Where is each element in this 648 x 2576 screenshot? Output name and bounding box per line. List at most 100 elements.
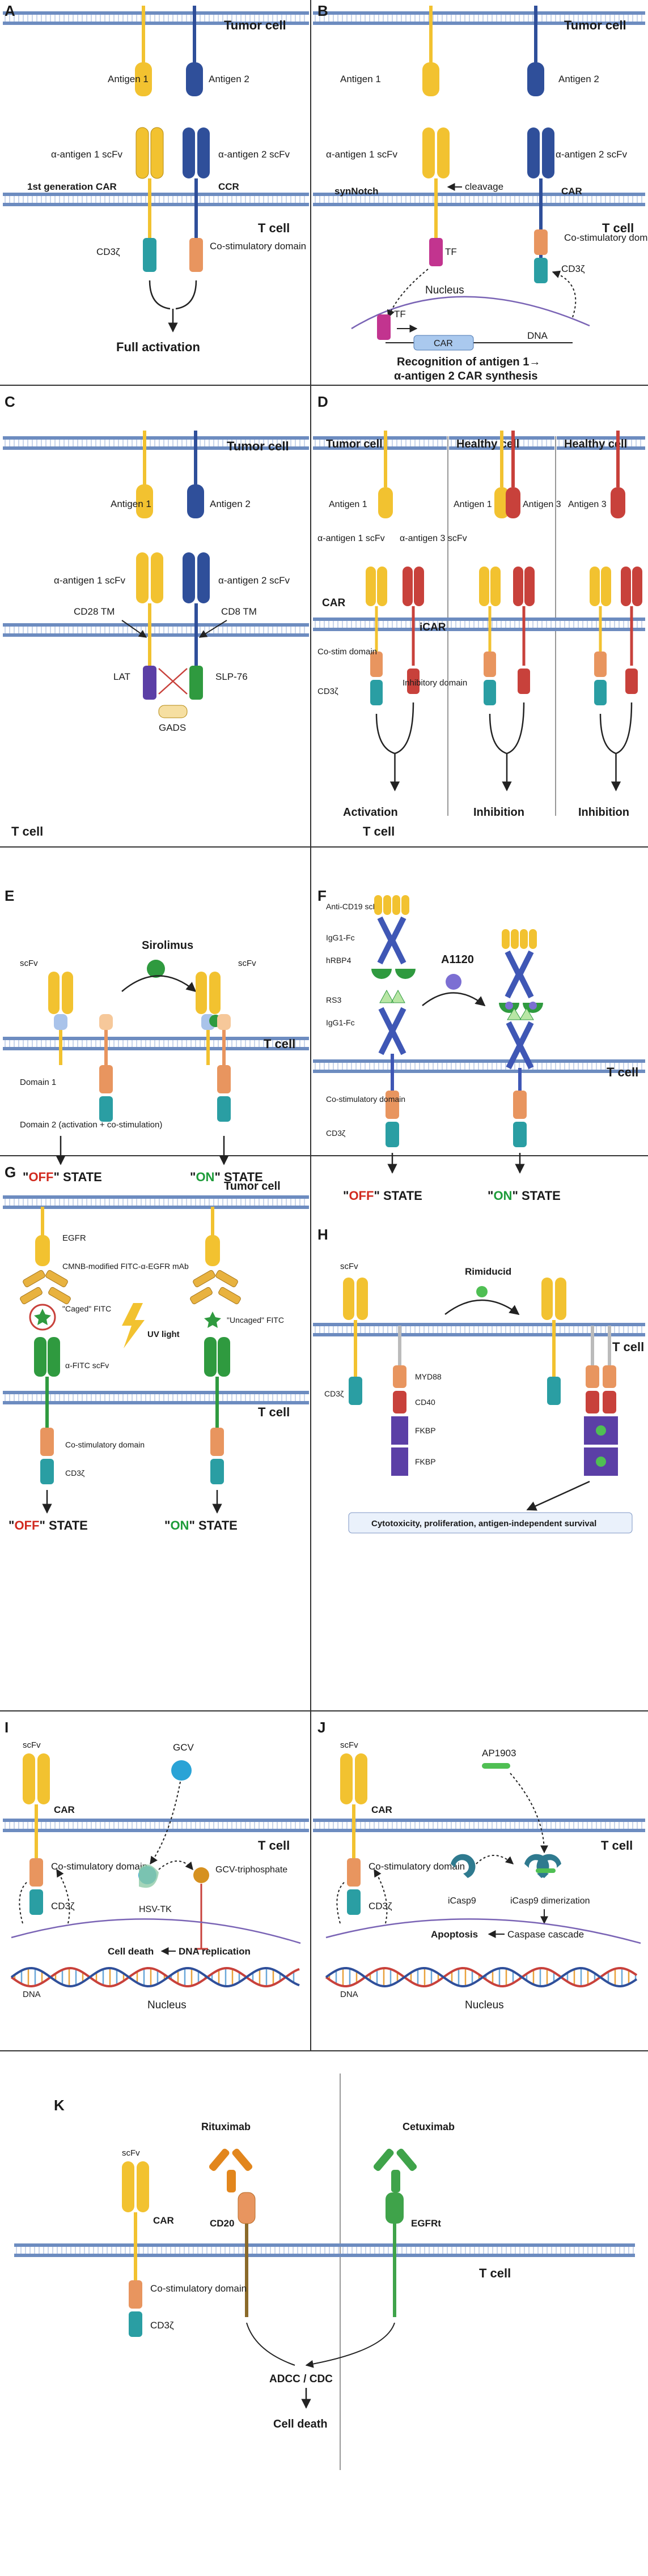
antigen-2 [186, 6, 203, 96]
membrane [3, 1195, 309, 1209]
svg-text:Domain 1: Domain 1 [20, 1078, 56, 1087]
svg-text:Co-stimulatory domain: Co-stimulatory domain [65, 1440, 145, 1449]
svg-text:cleavage: cleavage [465, 181, 503, 192]
svg-text:Healthy cell: Healthy cell [564, 438, 627, 450]
svg-text:Anti-CD19 scFv: Anti-CD19 scFv [326, 902, 382, 911]
svg-text:scFv: scFv [23, 1740, 41, 1750]
svg-text:Tumor cell: Tumor cell [224, 1180, 281, 1193]
svg-text:UV light: UV light [147, 1330, 180, 1339]
svg-text:scFv: scFv [340, 1262, 358, 1271]
svg-text:EGFR: EGFR [62, 1233, 86, 1243]
svg-text:DNA: DNA [340, 1990, 358, 1999]
antigen-1 [135, 6, 152, 96]
svg-text:H: H [317, 1226, 328, 1243]
svg-text:Co-stimulatory domain: Co-stimulatory domain [564, 232, 648, 243]
svg-text:B: B [317, 2, 328, 19]
membrane [3, 1037, 309, 1050]
svg-text:Cell death: Cell death [273, 2418, 328, 2430]
svg-text:HSV-TK: HSV-TK [139, 1905, 172, 1914]
svg-text:A1120: A1120 [441, 953, 474, 966]
svg-text:CAR: CAR [371, 1804, 392, 1815]
svg-text:Domain 2 (activation + co-stim: Domain 2 (activation + co-stimulation) [20, 1120, 162, 1130]
svg-text:CD3ζ: CD3ζ [150, 2320, 174, 2331]
svg-text:CD3ζ: CD3ζ [369, 1901, 392, 1911]
svg-text:α-antigen 2 scFv: α-antigen 2 scFv [218, 575, 290, 586]
svg-text:α-antigen 1 scFv: α-antigen 1 scFv [51, 149, 123, 160]
svg-text:Antigen 1: Antigen 1 [111, 499, 151, 509]
svg-text:C: C [5, 393, 15, 410]
svg-text:Antigen 2: Antigen 2 [558, 74, 599, 84]
synnotch-receptor [422, 127, 450, 266]
membrane [313, 1059, 645, 1073]
svg-text:Co-stimulatory domain: Co-stimulatory domain [210, 241, 306, 252]
svg-text:Activation: Activation [343, 806, 398, 819]
svg-text:AP1903: AP1903 [482, 1748, 516, 1759]
svg-text:α-antigen 2 scFv: α-antigen 2 scFv [218, 149, 290, 160]
svg-text:CD3ζ: CD3ζ [326, 1129, 345, 1138]
svg-text:Inhibitory domain: Inhibitory domain [403, 678, 467, 688]
svg-text:Inhibition: Inhibition [473, 806, 524, 819]
membrane [3, 623, 309, 637]
svg-text:T cell: T cell [258, 221, 290, 235]
svg-text:Cell death: Cell death [108, 1946, 154, 1957]
svg-text:α-antigen 2 CAR synthesis: α-antigen 2 CAR synthesis [394, 370, 537, 382]
panel-k: K Rituximab Cetuximab scFv CAR CD20 EGFR… [54, 2097, 511, 2430]
svg-text:α-FITC scFv: α-FITC scFv [65, 1361, 109, 1370]
svg-text:CD8 TM: CD8 TM [221, 606, 257, 617]
panel-i: I scFv CAR GCV T cell Co-stimulatory dom… [5, 1719, 301, 2011]
svg-text:GADS: GADS [159, 722, 186, 733]
svg-text:D: D [317, 393, 328, 410]
panel-d: D Tumor cell Healthy cell Healthy cell A… [317, 393, 642, 838]
svg-text:DNA: DNA [527, 330, 548, 341]
membrane [3, 1819, 309, 1832]
svg-text:scFv: scFv [340, 1740, 358, 1750]
svg-text:LAT: LAT [113, 671, 130, 682]
svg-text:F: F [317, 887, 327, 904]
svg-text:CD3ζ: CD3ζ [65, 1468, 84, 1478]
cell-label: Tumor cell [224, 18, 286, 32]
svg-text:"ON" STATE: "ON" STATE [190, 1170, 263, 1184]
car-1st-gen [135, 127, 164, 272]
panel-letter: A [5, 2, 15, 19]
svg-text:iCAR: iCAR [420, 621, 446, 633]
svg-text:Apoptosis: Apoptosis [431, 1929, 478, 1940]
svg-text:Cetuximab: Cetuximab [403, 2121, 455, 2132]
svg-text:E: E [5, 887, 14, 904]
svg-text:K: K [54, 2097, 65, 2114]
panel-b: B Tumor cell Antigen 1 Antigen 2 α-antig… [317, 2, 648, 382]
svg-text:FKBP: FKBP [415, 1457, 436, 1466]
svg-text:Full activation: Full activation [116, 340, 200, 354]
svg-text:Tumor cell: Tumor cell [564, 18, 626, 32]
svg-text:Antigen 1: Antigen 1 [340, 74, 381, 84]
panel-a: A Tumor cell Antigen 1 Antigen 2 α-antig… [5, 2, 306, 354]
svg-text:GCV-triphosphate: GCV-triphosphate [215, 1865, 287, 1875]
svg-text:CD3ζ: CD3ζ [96, 246, 120, 257]
svg-text:T cell: T cell [11, 824, 43, 838]
svg-text:α-antigen 1 scFv: α-antigen 1 scFv [54, 575, 126, 586]
membrane [3, 11, 309, 25]
svg-text:RS3: RS3 [326, 995, 341, 1004]
svg-text:T cell: T cell [264, 1037, 295, 1051]
svg-text:TF: TF [394, 309, 406, 320]
panel-j: J scFv CAR AP1903 T cell Co-stimulatory … [317, 1719, 641, 2011]
svg-text:CD20: CD20 [210, 2218, 234, 2229]
svg-text:α-antigen 1 scFv: α-antigen 1 scFv [326, 149, 398, 160]
membrane [313, 11, 645, 25]
svg-text:ADCC / CDC: ADCC / CDC [269, 2373, 333, 2385]
membranes [3, 11, 645, 2257]
svg-text:Co-stim domain: Co-stim domain [317, 647, 377, 657]
svg-text:α-antigen 2 scFv: α-antigen 2 scFv [556, 149, 628, 160]
svg-text:T cell: T cell [479, 2266, 511, 2280]
svg-text:MYD88: MYD88 [415, 1372, 442, 1381]
svg-text:CD3ζ: CD3ζ [324, 1389, 344, 1398]
panel-f: F Anti-CD19 scFv IgG1-Fc hRBP4 RS3 IgG1-… [317, 887, 638, 1174]
svg-text:TF: TF [445, 246, 457, 257]
svg-text:CD3ζ: CD3ζ [561, 263, 585, 274]
svg-text:Rimiducid: Rimiducid [465, 1266, 511, 1277]
svg-text:"OFF" STATE: "OFF" STATE [23, 1170, 102, 1184]
svg-text:CD28 TM: CD28 TM [74, 606, 115, 617]
membrane [313, 193, 645, 206]
svg-text:SLP-76: SLP-76 [215, 671, 248, 682]
svg-text:Nucleus: Nucleus [425, 284, 464, 296]
svg-text:CAR: CAR [153, 2215, 174, 2226]
